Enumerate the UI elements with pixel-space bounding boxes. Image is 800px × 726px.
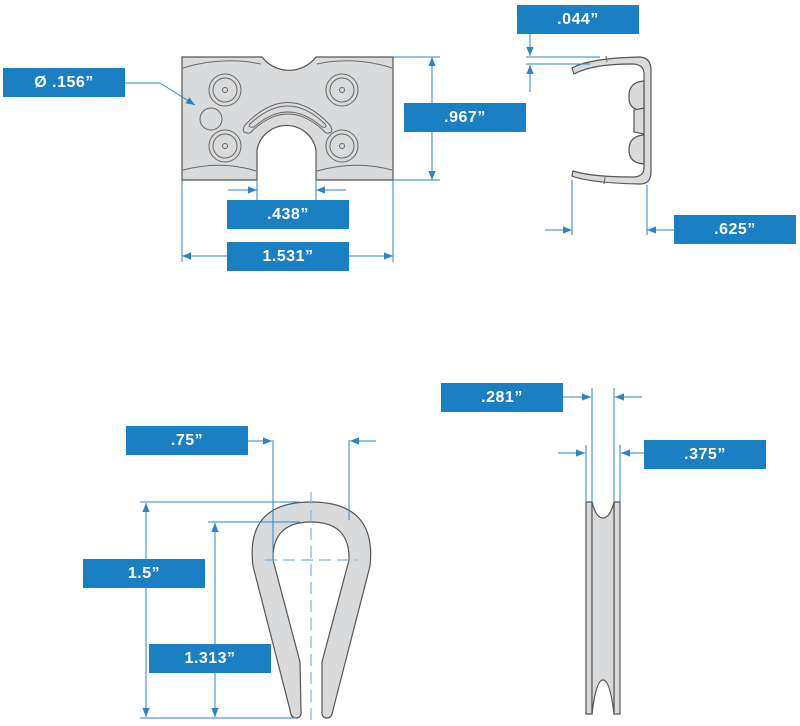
clip-thickness-label: .044” xyxy=(517,5,639,34)
groove-width-label: .281” xyxy=(441,383,563,412)
plate-height-label: .967” xyxy=(404,103,526,132)
slot-width-label: .438” xyxy=(227,200,349,229)
thimble-length-label: 1.5” xyxy=(83,559,205,588)
thimble-width-label: .75” xyxy=(126,426,248,455)
sheave-width-label: .375” xyxy=(644,440,766,469)
clip-side-view xyxy=(526,28,674,235)
thimble-inner-length-label: 1.313” xyxy=(149,644,271,673)
thimble-view xyxy=(140,437,376,726)
plate-top-view xyxy=(181,56,394,181)
hole-diameter-label: Ø .156” xyxy=(3,68,125,97)
plate-width-label: 1.531” xyxy=(227,242,349,271)
sheave-side-view xyxy=(558,388,644,715)
clip-depth-label: .625” xyxy=(674,215,796,244)
